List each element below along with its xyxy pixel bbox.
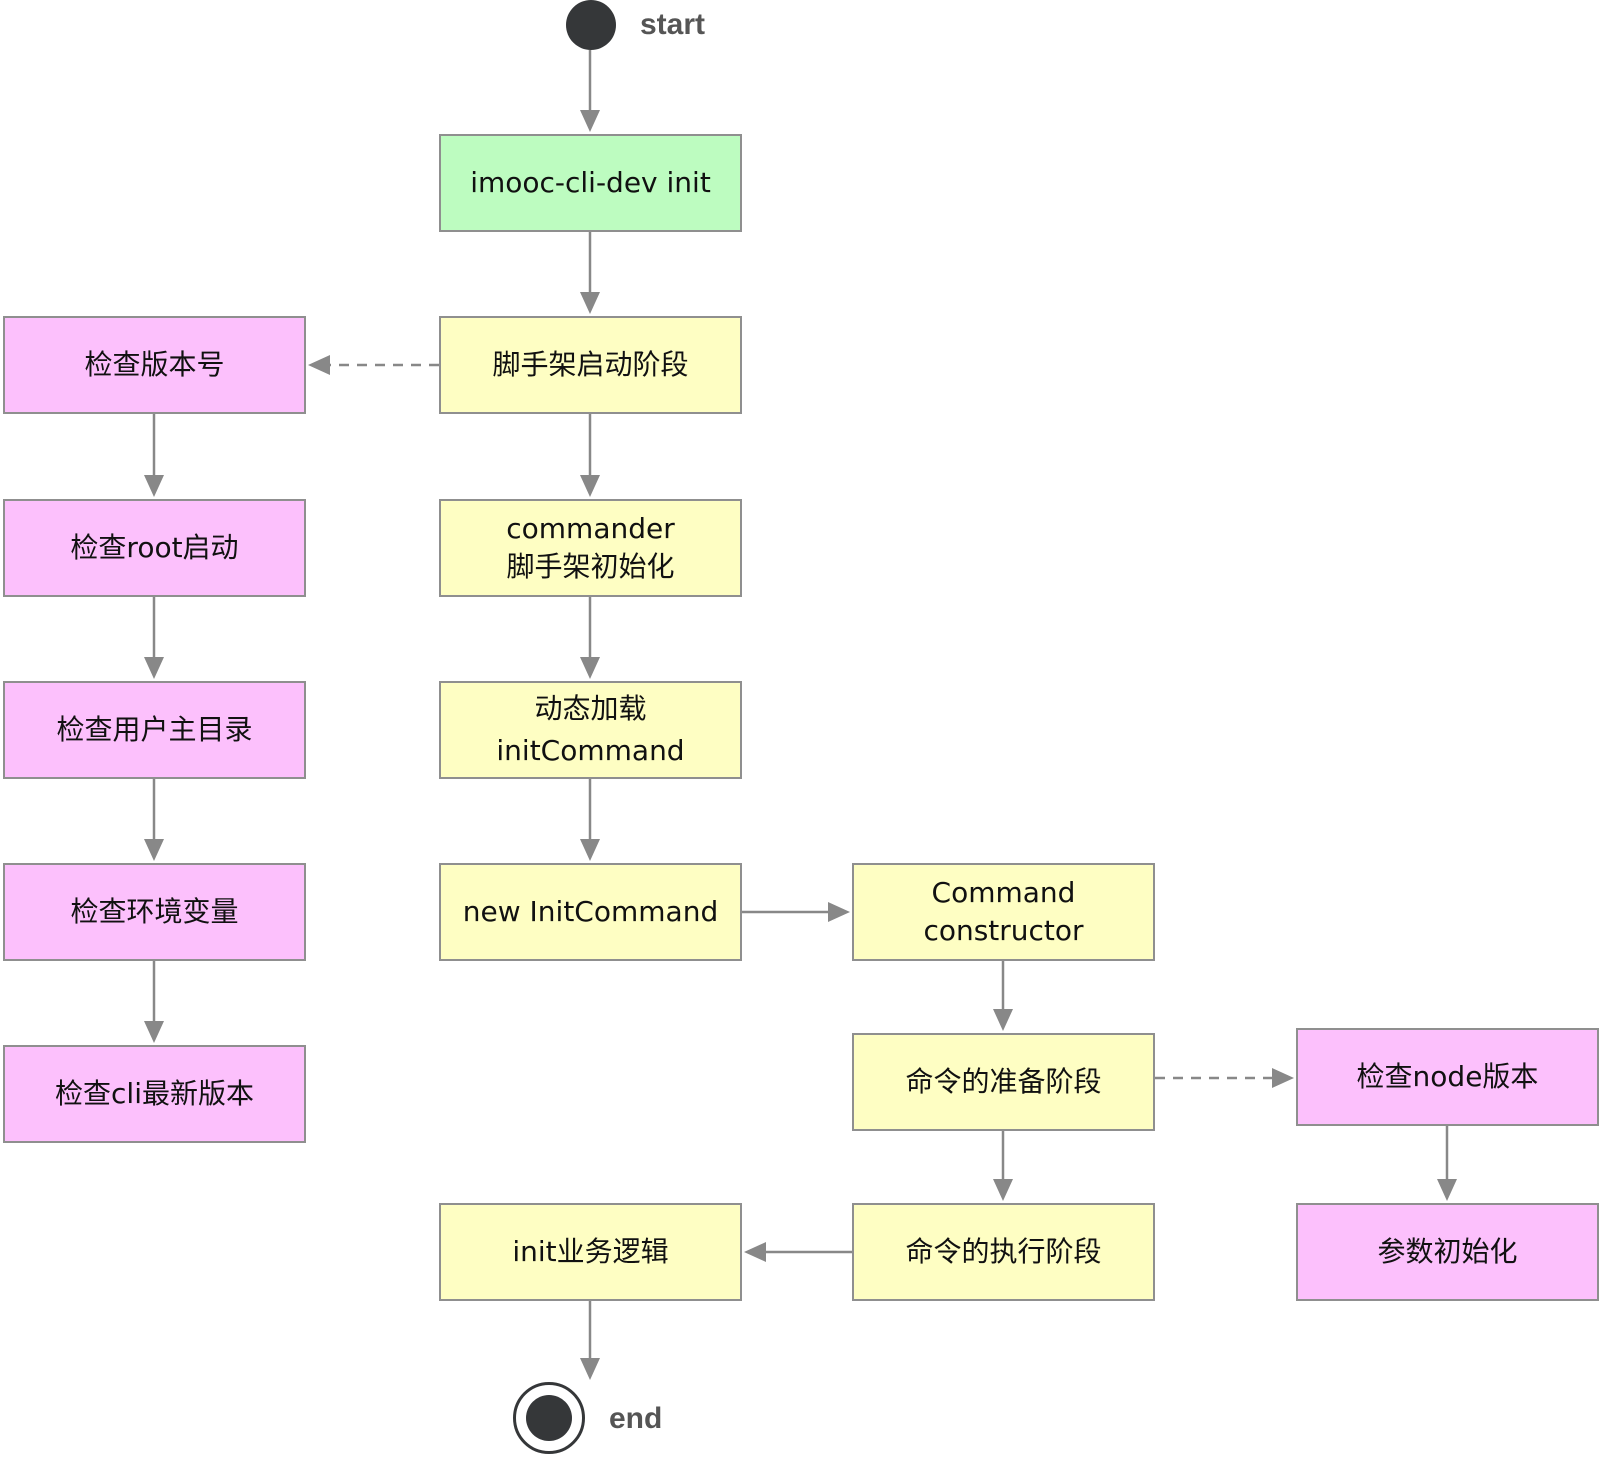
node-cli-init: imooc-cli-dev init: [439, 134, 742, 232]
node-text-line: initCommand: [496, 734, 685, 767]
node-dynamic-load: 动态加载 initCommand: [439, 681, 742, 779]
node-text-line: 检查node版本: [1356, 1060, 1539, 1094]
edge-constructor-to-prepare: [993, 961, 1013, 1031]
node-text-line: constructor: [923, 914, 1084, 947]
node-text-line: 检查环境变量: [70, 895, 239, 929]
node-text-line: init业务逻辑: [512, 1235, 669, 1269]
start-node: [566, 0, 616, 50]
node-text-line: 脚手架启动阶段: [492, 348, 689, 382]
edge-env-to-cli-latest: [144, 961, 164, 1043]
node-new-init-command: new InitCommand: [439, 863, 742, 961]
edge-scaffold-to-check-version: [308, 355, 439, 375]
end-node: [526, 1395, 572, 1441]
edge-root-to-home: [144, 597, 164, 679]
edge-prepare-to-exec: [993, 1131, 1013, 1201]
node-check-version: 检查版本号: [3, 316, 306, 414]
node-text-line: 检查cli最新版本: [55, 1077, 254, 1111]
node-check-cli-latest: 检查cli最新版本: [3, 1045, 306, 1143]
node-text-line: 动态加载: [534, 692, 647, 725]
edge-commander-to-dynamic: [580, 597, 600, 679]
node-command-constructor: Command constructor: [852, 863, 1155, 961]
edge-check-node-to-init-args: [1437, 1126, 1457, 1201]
node-text-line: 检查版本号: [84, 348, 225, 382]
node-text-line: new InitCommand: [462, 895, 719, 929]
edge-dynamic-to-new-init: [580, 779, 600, 861]
node-check-node: 检查node版本: [1296, 1028, 1599, 1126]
edge-new-init-to-constructor: [742, 902, 850, 922]
edge-cli-init-to-scaffold: [580, 232, 600, 314]
node-init-args: 参数初始化: [1296, 1203, 1599, 1301]
edge-start-to-cli-init: [580, 50, 600, 132]
node-check-root: 检查root启动: [3, 499, 306, 597]
edge-home-to-env: [144, 779, 164, 861]
node-exec-phase: 命令的执行阶段: [852, 1203, 1155, 1301]
node-text-line: 命令的准备阶段: [905, 1065, 1102, 1099]
node-init-logic: init业务逻辑: [439, 1203, 742, 1301]
end-label: end: [609, 1402, 663, 1435]
node-text-line: Command: [931, 876, 1076, 910]
node-text-line: imooc-cli-dev init: [470, 166, 711, 200]
node-check-env: 检查环境变量: [3, 863, 306, 961]
edge-prepare-to-check-node: [1155, 1068, 1294, 1088]
node-scaffold-start: 脚手架启动阶段: [439, 316, 742, 414]
node-check-home: 检查用户主目录: [3, 681, 306, 779]
edge-scaffold-to-commander: [580, 414, 600, 497]
start-label: start: [640, 8, 706, 41]
node-text-line: 参数初始化: [1377, 1235, 1518, 1269]
node-text-line: 检查用户主目录: [56, 713, 253, 747]
edge-version-to-root: [144, 414, 164, 497]
node-text-line: commander: [506, 512, 675, 546]
node-text-line: 检查root启动: [70, 531, 239, 565]
node-commander-init: commander 脚手架初始化: [439, 499, 742, 597]
node-text-line: 脚手架初始化: [506, 550, 675, 583]
node-prepare-phase: 命令的准备阶段: [852, 1033, 1155, 1131]
edge-init-logic-to-end: [580, 1301, 600, 1380]
edge-exec-to-init-logic: [744, 1242, 852, 1262]
node-text-line: 命令的执行阶段: [905, 1235, 1102, 1269]
